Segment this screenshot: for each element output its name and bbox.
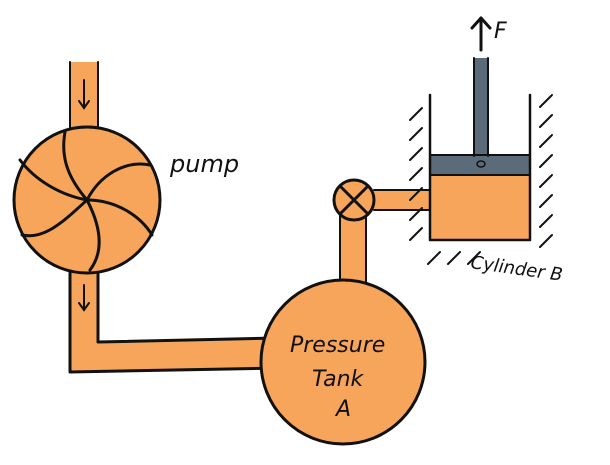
tank-label-line1: Pressure <box>290 333 385 358</box>
tank-label-line3: A <box>334 397 351 422</box>
valve-icon <box>332 178 376 222</box>
piston-pin <box>476 160 486 168</box>
tank-label-line2: Tank <box>312 367 365 392</box>
pump-label: pump <box>169 150 239 178</box>
cylinder <box>409 57 553 265</box>
pump-impeller <box>18 130 154 272</box>
force-label: F <box>494 19 507 44</box>
cylinder-label: Cylinder B <box>469 252 564 286</box>
pump <box>12 125 162 275</box>
piston <box>430 155 530 175</box>
outlet-flow-arrow <box>78 284 90 312</box>
piston-rod <box>474 58 488 158</box>
force-arrow-icon <box>470 16 492 52</box>
valve-to-cylinder-pipe <box>373 189 431 211</box>
inlet-pipe <box>69 61 99 133</box>
inlet-flow-arrow <box>78 79 90 110</box>
pump-to-tank-pipe <box>68 263 282 374</box>
cylinder-wall-hatching <box>409 94 553 265</box>
pressure-tank <box>259 278 427 446</box>
